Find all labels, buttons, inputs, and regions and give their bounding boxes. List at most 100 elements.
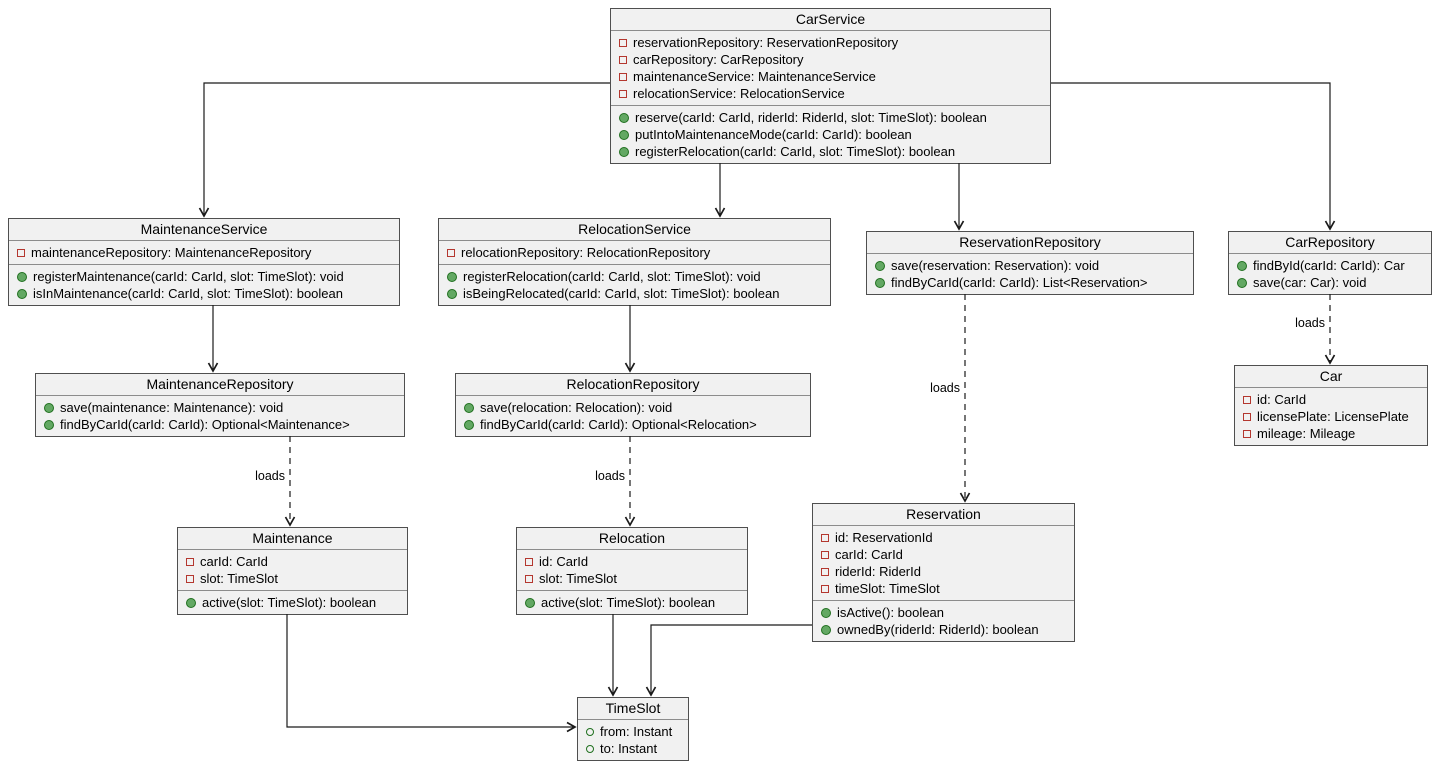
member-row: carRepository: CarRepository bbox=[611, 51, 1050, 68]
public-method-icon bbox=[464, 419, 474, 430]
private-field-icon bbox=[1243, 412, 1251, 421]
member-row: licensePlate: LicensePlate bbox=[1235, 408, 1427, 425]
member-row: slot: TimeSlot bbox=[517, 570, 747, 587]
private-field-icon bbox=[186, 557, 194, 566]
public-method-icon bbox=[619, 129, 629, 140]
member-row: id: CarId bbox=[1235, 391, 1427, 408]
private-field-icon bbox=[619, 55, 627, 64]
member-text: carId: CarId bbox=[200, 554, 268, 569]
private-field-icon bbox=[619, 72, 627, 81]
member-text: reserve(carId: CarId, riderId: RiderId, … bbox=[635, 110, 987, 125]
member-row: save(relocation: Relocation): void bbox=[456, 399, 810, 416]
edge-label: loads bbox=[595, 469, 625, 483]
member-text: licensePlate: LicensePlate bbox=[1257, 409, 1409, 424]
member-text: registerMaintenance(carId: CarId, slot: … bbox=[33, 269, 344, 284]
member-text: carRepository: CarRepository bbox=[633, 52, 804, 67]
member-row: save(maintenance: Maintenance): void bbox=[36, 399, 404, 416]
public-field-icon bbox=[586, 744, 594, 753]
member-row: timeSlot: TimeSlot bbox=[813, 580, 1074, 597]
member-text: relocationRepository: RelocationReposito… bbox=[461, 245, 711, 260]
methods-compartment: registerRelocation(carId: CarId, slot: T… bbox=[439, 264, 830, 305]
private-field-icon bbox=[1243, 395, 1251, 404]
public-method-icon bbox=[447, 288, 457, 299]
methods-compartment: save(maintenance: Maintenance): void find… bbox=[36, 395, 404, 436]
class-title: CarService bbox=[795, 11, 866, 27]
member-text: ownedBy(riderId: RiderId): boolean bbox=[837, 622, 1039, 637]
member-row: slot: TimeSlot bbox=[178, 570, 407, 587]
methods-compartment: active(slot: TimeSlot): boolean bbox=[517, 590, 747, 614]
class-title: Maintenance bbox=[252, 530, 333, 546]
member-row: putIntoMaintenanceMode(carId: CarId): bo… bbox=[611, 126, 1050, 143]
private-field-icon bbox=[619, 38, 627, 47]
public-method-icon bbox=[619, 146, 629, 157]
member-text: active(slot: TimeSlot): boolean bbox=[202, 595, 377, 610]
private-field-icon bbox=[186, 574, 194, 583]
member-text: save(car: Car): void bbox=[1253, 275, 1367, 290]
edge-label: loads bbox=[255, 469, 285, 483]
member-row: findById(carId: CarId): Car bbox=[1229, 257, 1431, 274]
member-row: findByCarId(carId: CarId): Optional<Relo… bbox=[456, 416, 810, 433]
class-ReservationRepository: ReservationRepository save(reservation: R… bbox=[866, 231, 1194, 295]
fields-compartment: maintenanceRepository: MaintenanceReposi… bbox=[9, 240, 399, 264]
member-text: findByCarId(carId: CarId): Optional<Relo… bbox=[480, 417, 757, 432]
private-field-icon bbox=[17, 248, 25, 257]
member-text: registerRelocation(carId: CarId, slot: T… bbox=[635, 144, 956, 159]
member-row: id: ReservationId bbox=[813, 529, 1074, 546]
member-text: registerRelocation(carId: CarId, slot: T… bbox=[463, 269, 761, 284]
member-row: save(car: Car): void bbox=[1229, 274, 1431, 291]
edge-CarService-to-CarRepository bbox=[1051, 82, 1330, 229]
private-field-icon bbox=[821, 584, 829, 593]
edge-label: loads bbox=[1295, 316, 1325, 330]
member-row: isInMaintenance(carId: CarId, slot: Time… bbox=[9, 285, 399, 302]
member-text: putIntoMaintenanceMode(carId: CarId): bo… bbox=[635, 127, 912, 142]
member-text: timeSlot: TimeSlot bbox=[835, 581, 940, 596]
member-row: findByCarId(carId: CarId): Optional<Main… bbox=[36, 416, 404, 433]
public-method-icon bbox=[1237, 277, 1247, 288]
class-title: CarRepository bbox=[1285, 234, 1375, 250]
member-row: ownedBy(riderId: RiderId): boolean bbox=[813, 621, 1074, 638]
private-field-icon bbox=[821, 533, 829, 542]
public-method-icon bbox=[44, 402, 54, 413]
member-row: isBeingRelocated(carId: CarId, slot: Tim… bbox=[439, 285, 830, 302]
member-text: id: CarId bbox=[539, 554, 589, 569]
public-method-icon bbox=[875, 260, 885, 271]
member-row: relocationService: RelocationService bbox=[611, 85, 1050, 102]
member-row: registerRelocation(carId: CarId, slot: T… bbox=[611, 143, 1050, 160]
member-row: mileage: Mileage bbox=[1235, 425, 1427, 442]
member-row: active(slot: TimeSlot): boolean bbox=[178, 594, 407, 611]
member-text: riderId: RiderId bbox=[835, 564, 921, 579]
private-field-icon bbox=[821, 550, 829, 559]
private-field-icon bbox=[1243, 429, 1251, 438]
member-text: findByCarId(carId: CarId): Optional<Main… bbox=[60, 417, 350, 432]
member-row: maintenanceService: MaintenanceService bbox=[611, 68, 1050, 85]
member-text: findByCarId(carId: CarId): List<Reservat… bbox=[891, 275, 1148, 290]
member-text: relocationService: RelocationService bbox=[633, 86, 845, 101]
fields-compartment: reservationRepository: ReservationReposi… bbox=[611, 30, 1050, 105]
public-method-icon bbox=[44, 419, 54, 430]
private-field-icon bbox=[447, 248, 455, 257]
public-method-icon bbox=[875, 277, 885, 288]
private-field-icon bbox=[525, 557, 533, 566]
class-title: Relocation bbox=[598, 530, 666, 546]
public-method-icon bbox=[464, 402, 474, 413]
member-row: registerMaintenance(carId: CarId, slot: … bbox=[9, 268, 399, 285]
public-method-icon bbox=[186, 597, 196, 608]
member-text: save(maintenance: Maintenance): void bbox=[60, 400, 284, 415]
member-text: maintenanceRepository: MaintenanceReposi… bbox=[31, 245, 312, 260]
member-text: save(reservation: Reservation): void bbox=[891, 258, 1100, 273]
class-title: ReservationRepository bbox=[959, 234, 1101, 250]
public-method-icon bbox=[17, 288, 27, 299]
class-title: Car bbox=[1319, 368, 1343, 384]
class-CarRepository: CarRepository findById(carId: CarId): Car… bbox=[1228, 231, 1432, 295]
member-row: active(slot: TimeSlot): boolean bbox=[517, 594, 747, 611]
